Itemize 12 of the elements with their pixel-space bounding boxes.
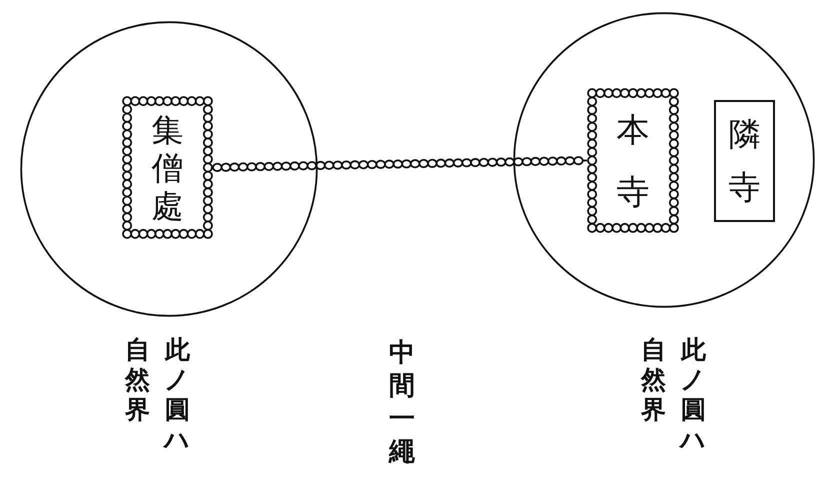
text-box — [714, 100, 775, 222]
boundary-circle — [20, 21, 318, 317]
vertical-label: 中間一繩 — [389, 337, 415, 469]
boundary-circle — [513, 12, 815, 308]
vertical-label: 本寺 — [616, 108, 650, 212]
beaded-frame — [587, 88, 679, 233]
beaded-rope — [212, 156, 588, 172]
vertical-label: 集僧處 — [152, 110, 184, 224]
vertical-label: 隣寺 — [728, 114, 760, 208]
vertical-caption: 此ノ圓ハ自然界 — [641, 335, 706, 455]
vertical-caption: 此ノ圓ハ自然界 — [125, 335, 190, 455]
beaded-frame — [122, 96, 213, 239]
